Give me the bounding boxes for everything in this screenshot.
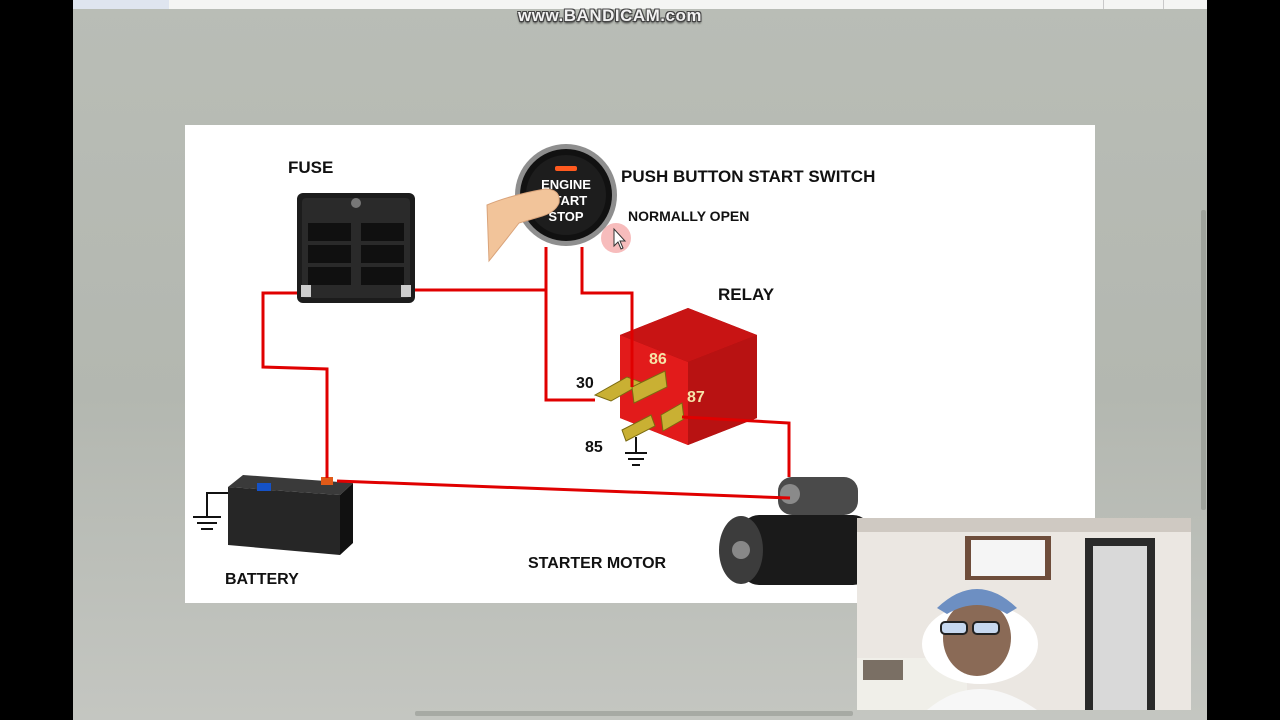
bandicam-watermark: www.BANDICAM.com — [518, 6, 702, 25]
push-button-switch: ENGINE START STOP — [515, 144, 617, 246]
wiring — [261, 247, 791, 500]
battery — [228, 475, 353, 555]
wiring-diagram: ENGINE START STOP — [193, 144, 885, 585]
finger-pressing-button — [486, 188, 560, 263]
browser-top-bar — [73, 0, 1207, 9]
relay-label: RELAY — [718, 285, 775, 304]
relay — [593, 308, 757, 445]
push-button-label: PUSH BUTTON START SWITCH — [621, 167, 876, 186]
fuse-label: FUSE — [288, 158, 334, 177]
horizontal-scrollbar[interactable] — [415, 711, 853, 716]
webcam-scene — [857, 518, 1191, 710]
starter-motor-label: STARTER MOTOR — [528, 555, 667, 572]
relay-pin-86: 86 — [649, 351, 667, 368]
starter-motor — [719, 477, 885, 585]
button-text-stop: STOP — [548, 209, 583, 224]
fuse-block — [297, 193, 415, 303]
toolbar-divider — [1163, 0, 1164, 9]
button-text-engine: ENGINE — [541, 177, 591, 192]
relay-pin-87: 87 — [687, 389, 705, 406]
relay-ground-symbol — [625, 437, 647, 466]
normally-open-label: NORMALLY OPEN — [628, 208, 750, 224]
toolbar-divider — [1103, 0, 1104, 9]
battery-ground-symbol — [193, 492, 228, 530]
relay-pin-85: 85 — [585, 439, 603, 456]
browser-tab[interactable] — [73, 0, 169, 9]
webcam-overlay — [857, 518, 1191, 710]
relay-pin-30: 30 — [576, 375, 594, 392]
battery-label: BATTERY — [225, 571, 299, 588]
cursor-arrow-icon — [613, 227, 627, 250]
vertical-scrollbar[interactable] — [1201, 210, 1206, 510]
